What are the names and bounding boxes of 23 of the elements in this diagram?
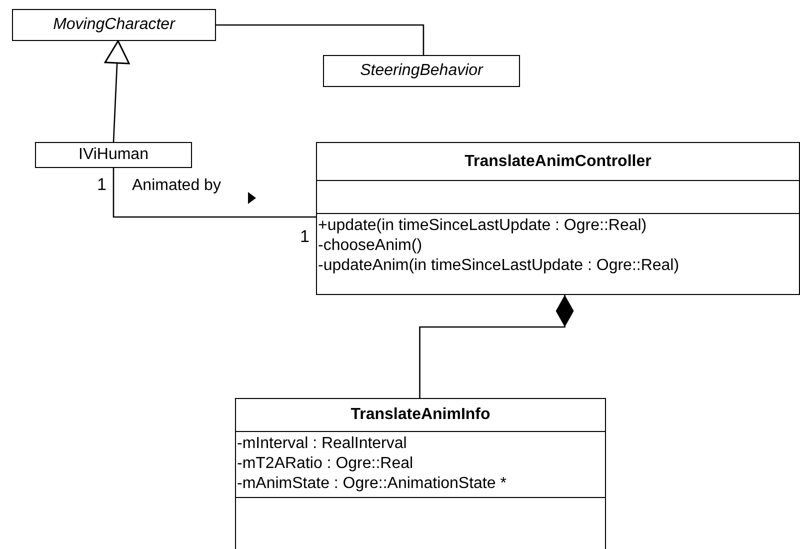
class-box: [35, 142, 192, 168]
class-box: [323, 55, 520, 87]
multiplicity-label: 1: [300, 228, 310, 246]
class-name: SteeringBehavior: [360, 62, 483, 80]
class-name: IViHuman: [78, 146, 148, 164]
class-name: TranslateAnimInfo: [350, 406, 490, 424]
method-text: +update(in timeSinceLastUpdate : Ogre::Real): [318, 216, 648, 236]
method-text: -updateAnim(in timeSinceLastUpdate : Ogre::Real): [318, 256, 680, 276]
association-line: [112, 168, 316, 218]
attribute-text: -mAnimState : Ogre::AnimationState *: [237, 474, 508, 494]
multiplicity-label: 1: [97, 176, 106, 194]
generalization-arrow: [104, 40, 130, 142]
class-name: MovingCharacter: [53, 16, 175, 34]
attribute-text: -mT2ARatio : Ogre::Real: [237, 454, 414, 474]
class-box: [235, 398, 606, 549]
method-text: -chooseAnim(): [318, 236, 424, 256]
edge-label: Animated by: [132, 177, 221, 195]
class-name: TranslateAnimController: [464, 152, 652, 170]
class-box: [316, 142, 800, 295]
class-box: [12, 9, 216, 41]
attribute-text: -mInterval : RealInterval: [237, 434, 408, 454]
association-line: [216, 24, 424, 55]
composition-line: [419, 295, 574, 398]
